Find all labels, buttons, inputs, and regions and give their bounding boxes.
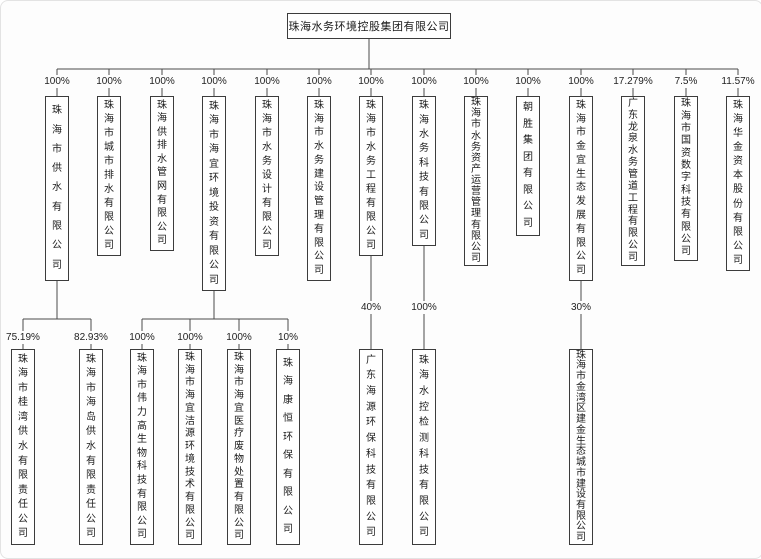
ownership-label: 100%	[502, 75, 554, 88]
ownership-label: 10%	[262, 331, 314, 344]
ownership-label: 100%	[450, 75, 502, 88]
ownership-label: 100%	[136, 75, 188, 88]
ownership-label: 100%	[398, 301, 450, 314]
ownership-label: 100%	[31, 75, 83, 88]
company-box: 朝胜集团有限公司	[516, 96, 540, 236]
company-box: 珠海市伟力高生物科技有限公司	[130, 349, 154, 545]
company-box: 珠海水控检测科技有限公司	[412, 349, 436, 545]
company-box: 珠海市海宜医疗废物处置有限公司	[227, 349, 251, 545]
ownership-label: 100%	[398, 75, 450, 88]
ownership-label: 82.93%	[65, 331, 117, 344]
ownership-label: 30%	[555, 301, 607, 314]
company-box: 珠海市海宜环境投资有限公司	[202, 96, 226, 291]
company-box: 珠海市供水有限公司	[45, 96, 69, 281]
company-box: 珠海市水务建设管理有限公司	[307, 96, 331, 281]
ownership-label: 75.19%	[1, 331, 49, 344]
company-box: 广东龙泉水务管道工程有限公司	[621, 96, 645, 266]
ownership-label: 100%	[116, 331, 168, 344]
company-box: 珠海市金湾区建金生态城市建设有限公司	[569, 349, 593, 545]
ownership-label: 100%	[241, 75, 293, 88]
company-box: 珠海市金宜生态发展有限公司	[569, 96, 593, 281]
company-box: 珠海康恒环保有限公司	[276, 349, 300, 545]
ownership-label: 11.57%	[712, 75, 761, 88]
ownership-label: 100%	[188, 75, 240, 88]
ownership-label: 100%	[555, 75, 607, 88]
company-box: 珠海华金资本股份有限公司	[726, 96, 750, 271]
company-box: 珠海供排水管网有限公司	[150, 96, 174, 251]
ownership-label: 100%	[345, 75, 397, 88]
ownership-label: 7.5%	[660, 75, 712, 88]
company-box: 珠海市水务资产运营管理有限公司	[464, 96, 488, 266]
ownership-label: 40%	[345, 301, 397, 314]
ownership-label: 100%	[83, 75, 135, 88]
company-box: 珠海市水务设计有限公司	[255, 96, 279, 256]
company-box: 珠海市桂湾供水有限责任公司	[11, 349, 35, 545]
company-box: 珠海市城市排水有限公司	[97, 96, 121, 256]
company-box: 珠海市水务工程有限公司	[359, 96, 383, 256]
company-box: 珠海市海岛供水有限责任公司	[79, 349, 103, 545]
ownership-label: 100%	[164, 331, 216, 344]
company-box: 珠海水务科技有限公司	[412, 96, 436, 246]
ownership-label: 100%	[213, 331, 265, 344]
root-company-box: 珠海水务环境控股集团有限公司	[287, 13, 451, 39]
company-box: 广东海源环保科技有限公司	[359, 349, 383, 545]
company-box: 珠海市海宜洁源环境技术有限公司	[178, 349, 202, 545]
company-box: 珠海市国资数字科技有限公司	[674, 96, 698, 261]
ownership-label: 100%	[293, 75, 345, 88]
ownership-label: 17.279%	[607, 75, 659, 88]
